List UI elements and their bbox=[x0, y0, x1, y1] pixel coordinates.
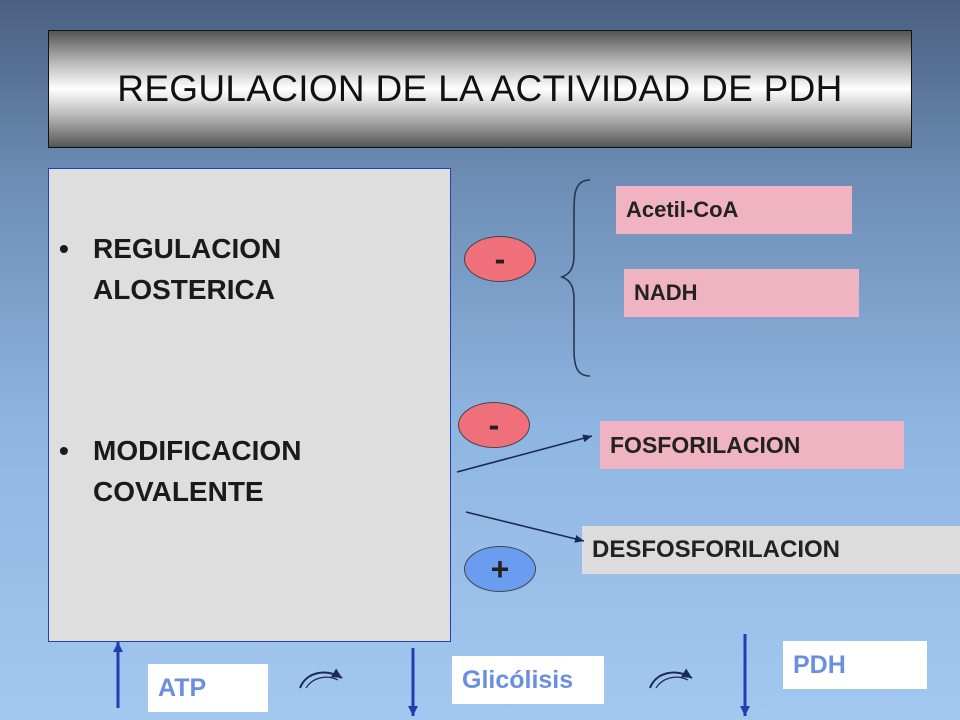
bullet-covalent-line2: COVALENTE bbox=[93, 475, 264, 507]
effector-acetyl-coa: Acetil-CoA bbox=[616, 186, 852, 234]
slide-title: REGULACION DE LA ACTIVIDAD DE PDH bbox=[117, 68, 843, 109]
curved-arrow-icon-1 bbox=[299, 668, 343, 689]
bullet-marker: • bbox=[59, 233, 69, 264]
regulation-types-panel: • REGULACION ALOSTERICA • MODIFICACION C… bbox=[48, 168, 451, 642]
phosphorylation-inhibition-sign: - bbox=[458, 402, 530, 448]
pdh-box: PDH bbox=[783, 641, 927, 689]
phosphorylation-box: FOSFORILACION bbox=[600, 421, 904, 469]
title-box: REGULACION DE LA ACTIVIDAD DE PDH bbox=[48, 30, 912, 148]
dephosphorylation-box: DESFOSFORILACION bbox=[582, 526, 960, 574]
atp-box: ATP bbox=[148, 664, 268, 712]
curved-arrow-icon-2 bbox=[649, 668, 693, 689]
bullet-covalent-line1: MODIFICACION bbox=[93, 435, 302, 466]
glycolysis-box: Glicólisis bbox=[452, 656, 604, 704]
bullet-marker: • bbox=[59, 435, 69, 466]
bullet-allosteric-line1: REGULACION bbox=[93, 233, 282, 264]
left-brace bbox=[559, 179, 591, 377]
effector-nadh: NADH bbox=[624, 269, 859, 317]
allosteric-inhibition-sign: - bbox=[464, 236, 536, 282]
arrow-to-dephosphorylation bbox=[465, 511, 585, 543]
bullet-allosteric-line2: ALOSTERICA bbox=[93, 273, 275, 305]
dephosphorylation-activation-sign: + bbox=[464, 546, 536, 592]
